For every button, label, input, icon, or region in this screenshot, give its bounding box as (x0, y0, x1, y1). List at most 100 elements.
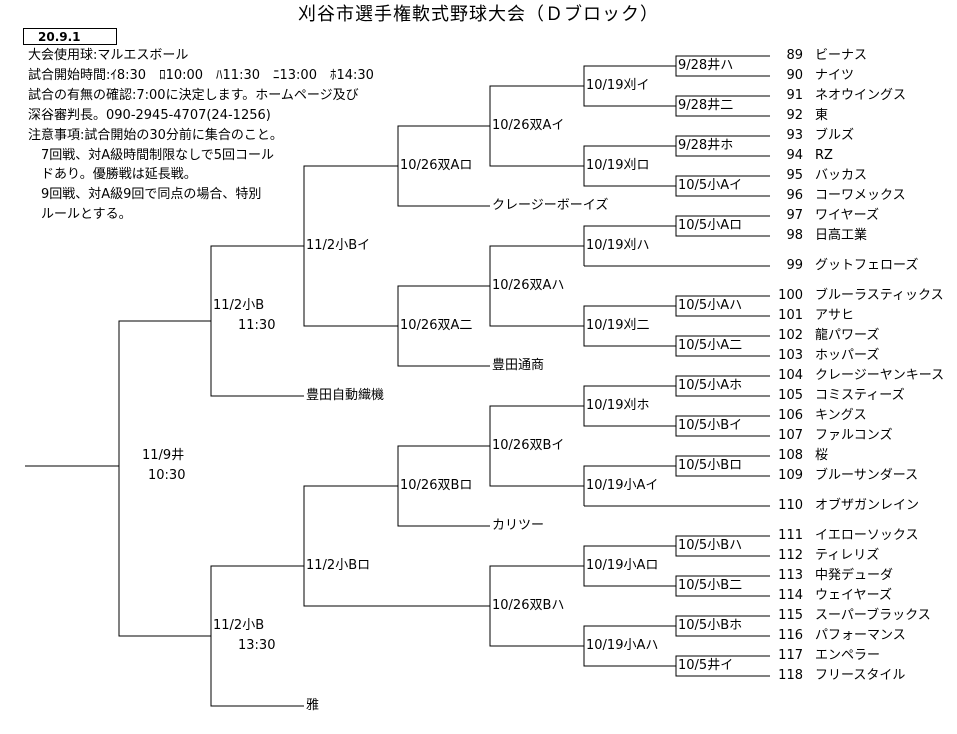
match-r1-j: 10/5小Bロ (678, 458, 743, 473)
team-name: ネオウイングス (815, 88, 907, 103)
team-name: ナイツ (815, 68, 855, 83)
team-number: 97 (786, 208, 803, 223)
team-number: 110 (778, 498, 803, 513)
seed-toyota-jido: 豊田自動織機 (306, 388, 385, 403)
team-name: ティレリズ (815, 548, 880, 563)
team-number: 103 (778, 348, 803, 363)
match-r4-a: 10/26双Aロ (400, 158, 473, 173)
match-r1-g: 10/5小A二 (678, 338, 743, 353)
match-r1-n: 10/5井イ (678, 658, 734, 673)
match-r2-a: 10/19刈イ (586, 78, 650, 93)
team-name: パフォーマンス (815, 628, 906, 643)
team-number: 92 (786, 108, 803, 123)
team-number: 90 (786, 68, 803, 83)
team-number: 93 (786, 128, 803, 143)
match-r1-i: 10/5小Bイ (678, 418, 743, 433)
seed-crazy-boys: クレージーボーイズ (492, 198, 609, 213)
team-name: ホッパーズ (815, 348, 880, 363)
team-number: 98 (786, 228, 803, 243)
team-number: 101 (778, 308, 803, 323)
team-number: 107 (778, 428, 803, 443)
seed-miyabi: 雅 (306, 698, 320, 713)
info-times: 試合開始時間:ｲ8:30 ﾛ10:00 ﾊ11:30 ﾆ13:00 ﾎ14:30 (28, 68, 374, 83)
team-number: 104 (778, 368, 803, 383)
team-number: 113 (778, 568, 803, 583)
team-name: 中発デューダ (815, 568, 894, 583)
team-number: 102 (778, 328, 803, 343)
team-number: 114 (778, 588, 803, 603)
match-r2-e: 10/19刈ホ (586, 398, 650, 413)
match-final-time: 10:30 (148, 468, 186, 483)
team-number: 91 (786, 88, 803, 103)
team-number: 116 (778, 628, 803, 643)
match-r5-b: 11/2小Bロ (306, 558, 371, 573)
match-r3-b: 10/26双Aハ (492, 278, 565, 293)
match-r1-e: 10/5小Aロ (678, 218, 743, 233)
team-name: アサヒ (815, 308, 855, 323)
match-r1-l: 10/5小B二 (678, 578, 743, 593)
info-notes: 注意事項:試合開始の30分前に集合のこと。 (28, 128, 283, 143)
team-name: オブザガンレイン (815, 498, 920, 513)
team-number: 100 (778, 288, 803, 303)
team-name: スーパーブラックス (815, 608, 931, 623)
line-r5-b (303, 485, 490, 607)
team-name: キングス (815, 408, 867, 423)
info-note-1: 7回戦、対A級時間制限なしで5回コール (28, 148, 275, 163)
match-r5-a: 11/2小Bイ (306, 238, 371, 253)
match-r2-h: 10/19小Aハ (586, 638, 659, 653)
team-number: 112 (778, 548, 803, 563)
info-confirm: 試合の有無の確認:7:00に決定します。ホームページ及び (28, 88, 359, 103)
team-name: グットフェローズ (815, 258, 919, 273)
date-box: 20.9.1 (23, 28, 117, 45)
team-name: ワイヤーズ (815, 208, 879, 223)
match-r1-f: 10/5小Aハ (678, 298, 743, 313)
line-r2-c (583, 225, 676, 266)
match-r3-d: 10/26双Bハ (492, 598, 565, 613)
team-name: コーワメックス (815, 188, 906, 203)
team-number: 111 (778, 528, 803, 543)
match-r1-h: 10/5小Aホ (678, 378, 743, 393)
team-number: 108 (778, 448, 803, 463)
seed-toyota-tsusho: 豊田通商 (492, 358, 545, 373)
team-name: エンペラー (815, 648, 881, 663)
info-note-2: ドあり。優勝戦は延長戦。 (28, 167, 197, 182)
team-name: ファルコンズ (815, 428, 893, 443)
match-semi-a-time: 11:30 (238, 318, 276, 333)
match-r2-g: 10/19小Aロ (586, 558, 659, 573)
match-r1-m: 10/5小Bホ (678, 618, 743, 633)
info-contact: 深谷審判長。090-2945-4707(24-1256) (28, 108, 271, 123)
team-name: ブルズ (815, 128, 855, 143)
info-note-4: ルールとする。 (28, 207, 132, 222)
match-r1-k: 10/5小Bハ (678, 538, 743, 553)
team-name: イエローソックス (815, 528, 919, 543)
team-name: 龍パワーズ (815, 328, 880, 343)
match-r1-c: 9/28井ホ (678, 138, 734, 153)
team-number: 99 (786, 258, 803, 273)
match-r2-c: 10/19刈ハ (586, 238, 650, 253)
match-semi-b: 11/2小B (213, 618, 265, 633)
info-ball: 大会使用球:マルエスボール (28, 48, 189, 63)
team-name: RZ (815, 148, 833, 163)
match-semi-b-time: 13:30 (238, 638, 276, 653)
match-r2-f: 10/19小Aイ (586, 478, 659, 493)
team-name: バッカス (815, 168, 868, 183)
team-number: 106 (778, 408, 803, 423)
team-number: 96 (786, 188, 803, 203)
team-name: 日高工業 (815, 228, 868, 243)
team-name: 桜 (815, 448, 829, 463)
team-number: 118 (778, 668, 803, 683)
team-number: 89 (786, 48, 803, 63)
match-r1-b: 9/28井二 (678, 98, 734, 113)
line-r2-f (583, 465, 676, 506)
team-name: 東 (815, 108, 829, 123)
match-r3-a: 10/26双Aイ (492, 118, 565, 133)
team-number: 105 (778, 388, 803, 403)
team-number: 94 (786, 148, 803, 163)
match-r4-b: 10/26双A二 (400, 318, 473, 333)
match-r1-a: 9/28井ハ (678, 58, 734, 73)
match-r2-d: 10/19刈二 (586, 318, 650, 333)
page-title: 刈谷市選手権軟式野球大会（Ｄブロック） (298, 4, 659, 25)
team-number: 115 (778, 608, 803, 623)
